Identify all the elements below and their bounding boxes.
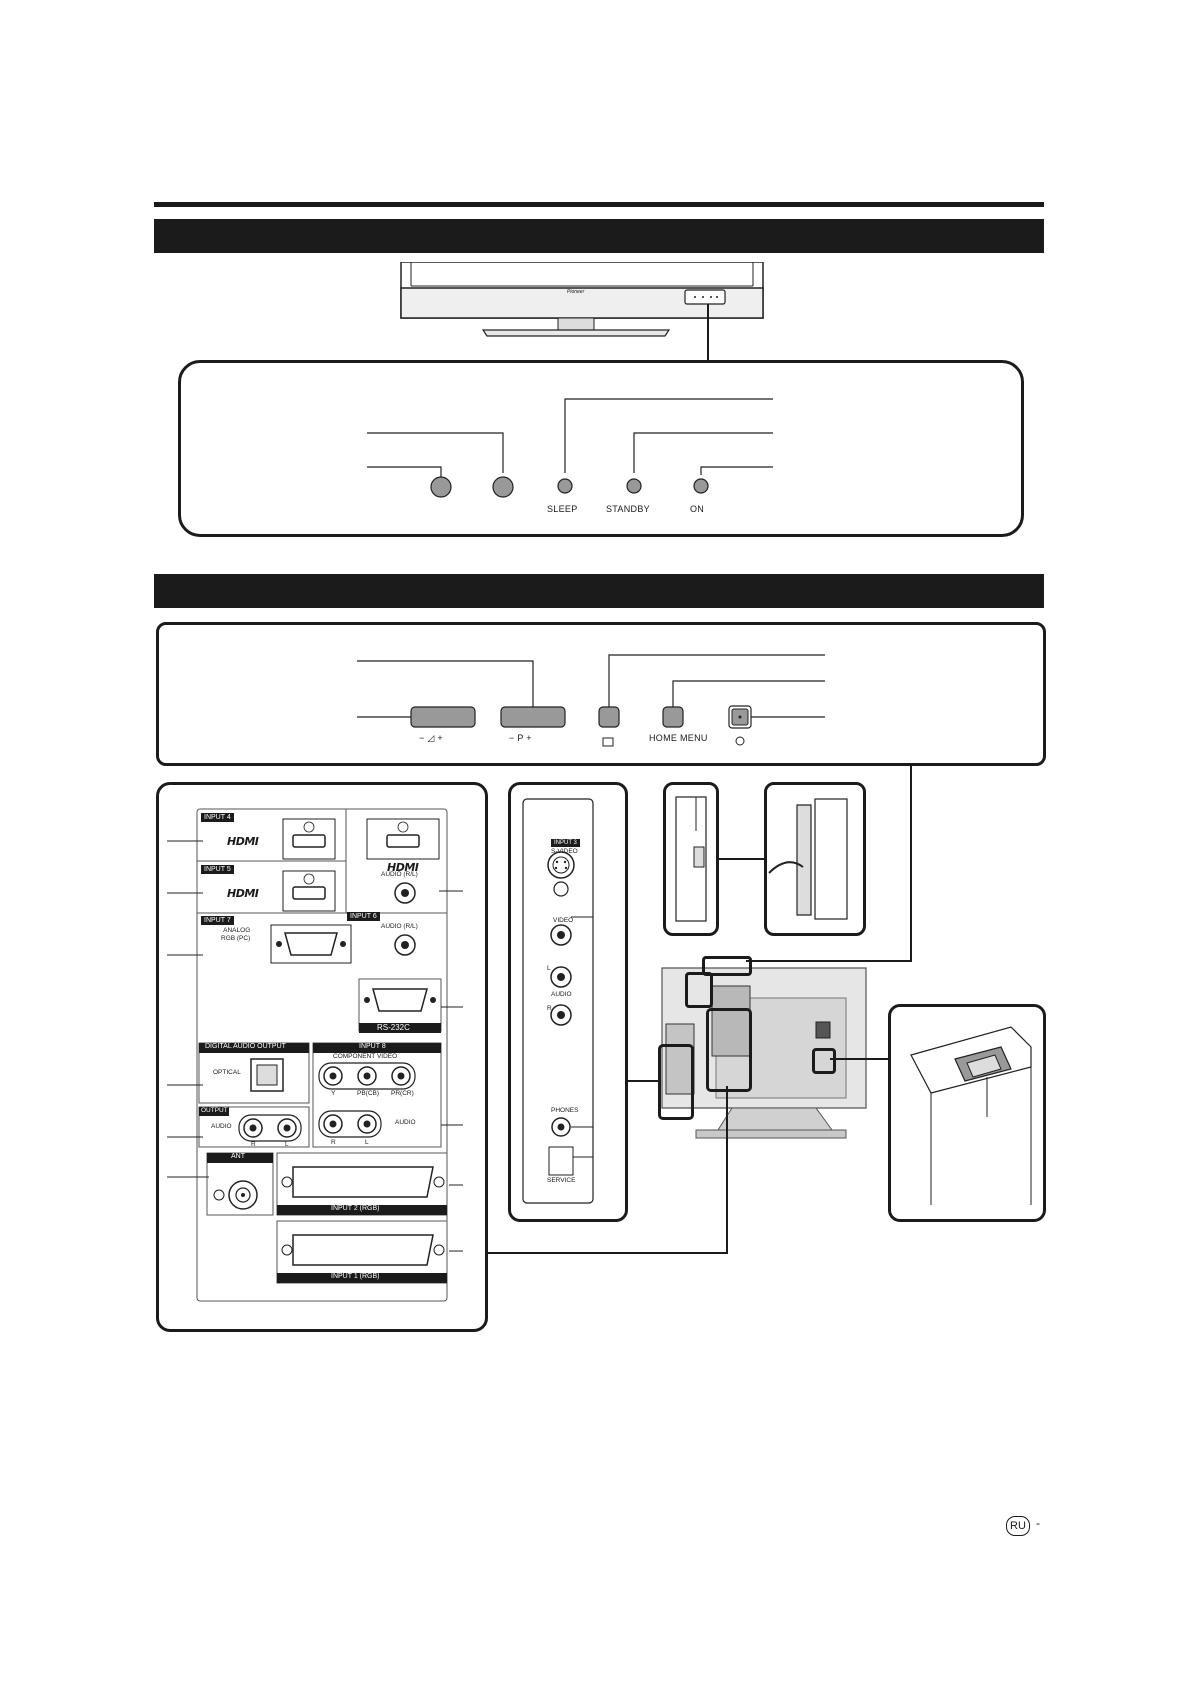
label-prcr: PR(CR) [391,1090,414,1097]
hdmi-logo-6: HDMI [387,861,419,874]
section-bar-rear [154,574,1044,608]
connector-rear-panel-h [488,1252,728,1254]
label-component-video: COMPONENT VIDEO [333,1053,398,1060]
page-number-dash: - [1036,1516,1040,1530]
connector-side-panel [628,1080,660,1082]
front-controls-panel: SLEEP STANDBY ON [178,360,1024,537]
connector-rear-panel-v [726,1086,728,1254]
connector-side-controls-h [746,960,912,962]
rear-terminals-panel: INPUT 4 HDMI INPUT 5 HDMI HDMI AUDIO (R/… [156,782,488,1332]
highlight-power-socket [812,1048,836,1074]
power-socket-zoom-panel [888,1004,1046,1222]
side-terminals-panel: INPUT 3 S-VIDEO VIDEO L AUDIO R PHONES S… [508,782,628,1222]
label-optical: OPTICAL [213,1069,241,1076]
label-audio-output: AUDIO [211,1123,232,1130]
label-rs232c: RS-232C [377,1023,410,1032]
side-controls-panel: − ◿ + − P + HOME MENU [156,622,1046,766]
label-input1: INPUT 1 (RGB) [331,1273,380,1280]
label-audio-rl-6: AUDIO (R/L) [381,871,418,878]
label-input8: INPUT 8 [359,1043,386,1050]
language-badge-text: RU [1010,1520,1026,1532]
label-output-l: L [285,1141,289,1148]
label-audio-input8: AUDIO [395,1119,416,1126]
tv-front-illustration: Pioneer [395,262,775,342]
tag-input6: INPUT 6 [347,912,380,921]
tag-input7: INPUT 7 [201,916,234,925]
label-side-audio: AUDIO [551,991,572,998]
label-volume: − ◿ + [419,733,443,743]
label-service: SERVICE [547,1177,576,1184]
label-input8-l: L [365,1139,369,1146]
label-svideo: S-VIDEO [551,848,578,855]
label-digital-audio-output: DIGITAL AUDIO OUTPUT [205,1043,286,1050]
top-rule [154,202,1044,207]
label-ant: ANT [231,1153,245,1160]
label-side-l: L [547,965,551,972]
ci-slot-zoom-panel [663,782,719,936]
tag-input5: INPUT 5 [201,865,234,874]
hdmi-logo-4: HDMI [227,835,259,848]
highlight-side-terminals [658,1044,694,1120]
label-channel: − P + [509,733,532,743]
label-output-r: R [251,1141,256,1148]
label-home-menu: HOME MENU [649,733,708,743]
hdmi-logo-5: HDMI [227,887,259,900]
label-side-r: R [547,1005,552,1012]
tag-input4: INPUT 4 [201,813,234,822]
highlight-ci-slot [685,972,713,1008]
label-video: VIDEO [553,917,574,924]
label-on: ON [690,504,705,514]
label-input2: INPUT 2 (RGB) [331,1205,380,1212]
connector-side-controls [910,766,912,962]
connector-power [830,1058,888,1060]
section-bar-front [154,219,1044,253]
label-standby: STANDBY [606,504,650,514]
label-y: Y [331,1090,336,1097]
ci-card-zoom-panel [764,782,866,936]
tv-front-connector-line [707,304,709,362]
highlight-rear-terminals [706,1008,752,1092]
label-output: OUTPUT [201,1107,228,1114]
highlight-top-buttons [702,956,752,976]
label-phones: PHONES [551,1107,579,1114]
ci-zoom-connector [718,858,766,860]
label-audio-rl-7: AUDIO (R/L) [381,923,418,930]
label-analog-rgb: ANALOG RGB (PC) [221,927,251,942]
label-sleep: SLEEP [547,504,578,514]
tv-brand: Pioneer [567,289,585,295]
label-pbcb: PB(CB) [357,1090,380,1097]
tag-input3: INPUT 3 [551,839,580,847]
label-input8-r: R [331,1139,336,1146]
language-badge: RU [1006,1516,1030,1536]
